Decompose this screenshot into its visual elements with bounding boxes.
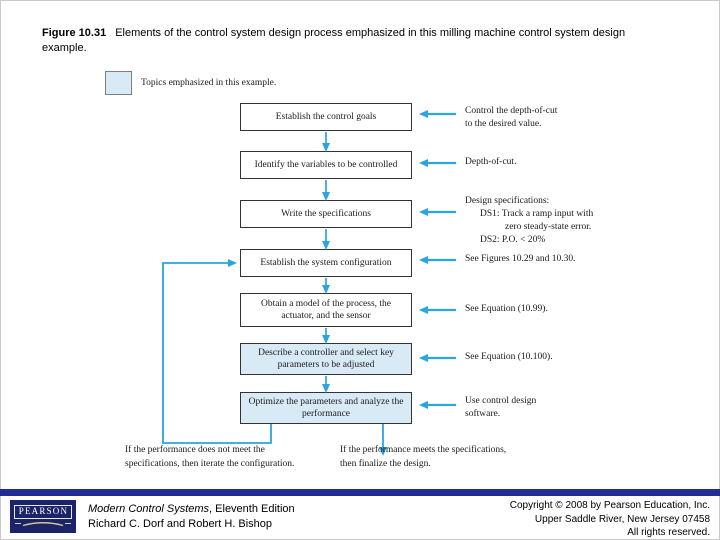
flow-step-describe-controller: Describe a controller and select key par… [240, 343, 412, 375]
copyright-line: Upper Saddle River, New Jersey 07458 [534, 513, 710, 525]
footer-copyright: Copyright © 2008 by Pearson Education, I… [510, 499, 710, 540]
book-title: Modern Control Systems [88, 503, 210, 515]
flow-step-write-specifications: Write the specifications [240, 200, 412, 228]
finalize-note: If the performance meets the specificati… [340, 444, 506, 471]
iterate-note: If the performance does not meet the spe… [125, 444, 294, 471]
annotation-see-equation-10100: See Equation (10.100). [465, 351, 553, 364]
annotation-line: DS1: Track a ramp input with [480, 209, 594, 219]
book-edition: , Eleventh Edition [209, 503, 295, 515]
figure-caption-text: Elements of the control system design pr… [42, 27, 626, 54]
annotation-see-equation-1099: See Equation (10.99). [465, 303, 548, 316]
annotation-line: DS2: P.O. < 20% [480, 235, 546, 245]
annotation-line: zero steady-state error. [505, 222, 592, 232]
annotation-line: See Figures 10.29 and 10.30. [465, 254, 576, 264]
annotation-line: Use control design [465, 396, 537, 406]
book-authors: Richard C. Dorf and Robert H. Bishop [88, 517, 273, 530]
annotation-line: See Equation (10.100). [465, 352, 553, 362]
copyright-line: Copyright © 2008 by Pearson Education, I… [509, 500, 710, 511]
pearson-logo-text: PEARSON [13, 505, 73, 519]
iterate-note-line: specifications, then iterate the configu… [125, 458, 295, 469]
flow-step-system-configuration: Establish the system configuration [240, 249, 412, 277]
footer-divider-bar [0, 489, 720, 496]
copyright-line: All rights reserved. [627, 527, 710, 538]
footer-book-title: Modern Control Systems, Eleventh Edition… [88, 502, 295, 531]
flow-step-establish-goals: Establish the control goals [240, 103, 412, 131]
annotation-see-figures: See Figures 10.29 and 10.30. [465, 253, 576, 266]
flow-step-identify-variables: Identify the variables to be controlled [240, 151, 412, 179]
figure-number: Figure 10.31 [42, 27, 107, 39]
pearson-logo-swoosh [15, 522, 71, 527]
legend-swatch [105, 71, 132, 95]
annotation-line: software. [465, 409, 501, 419]
annotation-line: Design specifications: [465, 196, 550, 206]
annotation-control-depth: Control the depth-of-cut to the desired … [465, 105, 557, 131]
finalize-note-line: then finalize the design. [340, 458, 431, 469]
flow-step-obtain-model: Obtain a model of the process, the actua… [240, 293, 412, 327]
annotation-line: Control the depth-of-cut [465, 106, 558, 116]
annotation-design-specs: Design specifications: DS1: Track a ramp… [465, 195, 593, 247]
annotation-line: to the desired value. [465, 119, 542, 129]
finalize-note-line: If the performance meets the specificati… [340, 445, 507, 455]
iterate-note-line: If the performance does not meet the [125, 445, 265, 455]
legend-label: Topics emphasized in this example. [141, 78, 277, 88]
annotation-use-software: Use control design software. [465, 395, 536, 421]
flow-step-optimize-parameters: Optimize the parameters and analyze the … [240, 392, 412, 424]
annotation-line: See Equation (10.99). [465, 304, 548, 314]
annotation-depth-of-cut: Depth-of-cut. [465, 156, 516, 169]
annotation-line: Depth-of-cut. [465, 157, 517, 167]
pearson-logo: PEARSON [10, 500, 76, 533]
